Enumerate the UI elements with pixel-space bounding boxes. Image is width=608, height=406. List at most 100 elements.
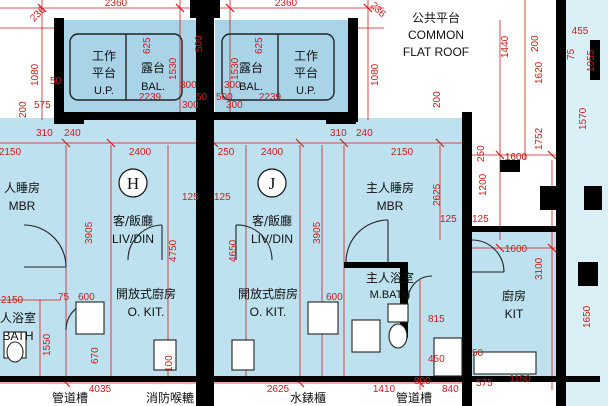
balcony-zone-left xyxy=(62,20,197,114)
mbr-left-cn: 人睡房 xyxy=(4,180,40,195)
balcony-railings xyxy=(69,33,335,101)
dim-50-c: 50 xyxy=(472,348,484,359)
duct-right-label: 管道槽 xyxy=(396,390,432,405)
dim-125-a: 125 xyxy=(182,192,199,203)
toilet-right-bowl-icon xyxy=(388,323,408,349)
dim-1550: 1550 xyxy=(42,333,53,356)
dim-2150-bl: 2150 xyxy=(1,295,24,306)
dim-1080-l: 1080 xyxy=(30,63,41,86)
dim-840: 840 xyxy=(442,384,459,395)
dim-300-a: 300 xyxy=(180,80,197,91)
basin-j-kitchen-icon xyxy=(231,339,255,371)
dim-2400-r: 2400 xyxy=(261,147,284,158)
dim-575-b: 575 xyxy=(476,378,493,389)
kit-east-en: KIT xyxy=(505,307,524,321)
bath-left-en: BATH xyxy=(2,329,33,343)
bath-right-cn: 主人浴室 xyxy=(366,270,414,285)
dim-1650: 1650 xyxy=(582,305,593,328)
dim-1530-l: 1530 xyxy=(168,57,179,80)
dim-75-r1: 75 xyxy=(566,48,577,60)
up-left-en: U.P. xyxy=(94,85,114,97)
duct-left-label: 管道槽 xyxy=(52,390,88,405)
dim-1600-b: 1600 xyxy=(505,244,528,255)
dim-125-c: 125 xyxy=(440,214,457,225)
dim-236-b: 236 xyxy=(368,0,388,20)
kitchen-counter-icon xyxy=(473,351,537,375)
dim-2239-b: 2239 xyxy=(259,92,282,103)
dim-625-r: 625 xyxy=(254,37,265,54)
unit-h-letter: H xyxy=(127,174,139,193)
dim-236-a: 236 xyxy=(28,4,48,24)
dim-3905-l: 3905 xyxy=(84,221,95,244)
unit-j-marker-icon xyxy=(257,168,287,198)
dim-300-d: 300 xyxy=(226,100,243,111)
kit-right-cn: 開放式廚房 xyxy=(238,286,298,301)
fire-hose-label: 消防喉轆 xyxy=(146,390,194,405)
mbr-left-en: MBR xyxy=(9,199,36,213)
dim-815: 815 xyxy=(428,314,445,325)
dim-500-b: 500 xyxy=(216,92,233,103)
dim-1570: 1570 xyxy=(578,107,589,130)
dim-2239-a: 2239 xyxy=(139,92,162,103)
dim-4750: 4750 xyxy=(168,239,179,262)
dim-125-b: 125 xyxy=(214,192,231,203)
kit-east-cn: 廚房 xyxy=(502,288,526,303)
mbr-right-en: MBR xyxy=(377,199,404,213)
dim-125-d: 125 xyxy=(472,214,489,225)
up-right-cn2: 平台 xyxy=(294,65,318,80)
mbr-right-cn: 主人睡房 xyxy=(366,180,414,195)
dim-50-b: 50 xyxy=(50,76,62,87)
up-left-cn1: 工作 xyxy=(92,49,116,63)
dim-2360-b: 2360 xyxy=(275,0,298,9)
dim-625-l: 625 xyxy=(142,37,153,54)
roof-en-2: FLAT ROOF xyxy=(403,45,469,59)
dim-600-l: 600 xyxy=(78,292,95,303)
liv-right-en: LIV/DIN xyxy=(251,232,293,246)
bath-left-cn: 人浴室 xyxy=(0,310,36,325)
dim-250-m: 250 xyxy=(218,147,235,158)
up-right-cn1: 工作 xyxy=(294,49,318,63)
dim-1620: 1620 xyxy=(534,61,545,84)
dim-450: 450 xyxy=(428,354,445,365)
dim-200-tr: 200 xyxy=(530,35,541,52)
dim-50-a: 50 xyxy=(196,92,208,103)
dim-1055: 1055 xyxy=(586,49,597,72)
dim-240-l: 240 xyxy=(64,128,81,139)
duct-box-icon xyxy=(433,337,463,377)
shower-right-icon xyxy=(307,301,339,335)
dim-2400-l: 2400 xyxy=(129,147,152,158)
dim-2360-a: 2360 xyxy=(105,0,128,9)
roof-en-1: COMMON xyxy=(408,28,464,42)
unit-j-letter: J xyxy=(269,174,276,193)
balcony-zone-right xyxy=(215,20,350,114)
dim-1080-r: 1080 xyxy=(370,63,381,86)
bal-right-en: BAL. xyxy=(239,81,263,93)
dim-2150-l: 2150 xyxy=(0,147,22,158)
dim-300-b: 300 xyxy=(224,80,241,91)
kit-left-en: O. KIT. xyxy=(128,305,165,319)
dim-2150-r: 2150 xyxy=(391,147,414,158)
kit-right-en: O. KIT. xyxy=(250,305,287,319)
dim-75: 75 xyxy=(58,292,70,303)
bal-left-en: BAL. xyxy=(141,81,165,93)
dim-800: 800 xyxy=(414,376,431,387)
dim-575: 575 xyxy=(34,100,51,111)
room-labels: 工作 平台 U.P. 露台 BAL. 露台 BAL. 工作 平台 U.P. 人睡… xyxy=(0,49,526,343)
dim-250-r: 250 xyxy=(476,145,487,162)
dim-670: 670 xyxy=(90,347,101,364)
dim-300-c: 300 xyxy=(182,100,199,111)
dim-1752: 1752 xyxy=(534,127,545,150)
dim-200-bl: 200 xyxy=(18,101,29,118)
unit-markers: H J xyxy=(118,168,287,198)
dim-310-l: 310 xyxy=(36,128,53,139)
dim-200-br: 200 xyxy=(432,91,443,108)
unit-j-fill xyxy=(212,118,464,380)
toilet-right-icon xyxy=(387,303,409,323)
water-meter-label: 水錶櫃 xyxy=(290,390,326,405)
dim-1600-a: 1600 xyxy=(505,152,528,163)
roof-cn: 公共平台 xyxy=(412,10,460,25)
liv-left-en: LIV/DIN xyxy=(112,232,154,246)
unit-h-fill xyxy=(0,118,198,380)
